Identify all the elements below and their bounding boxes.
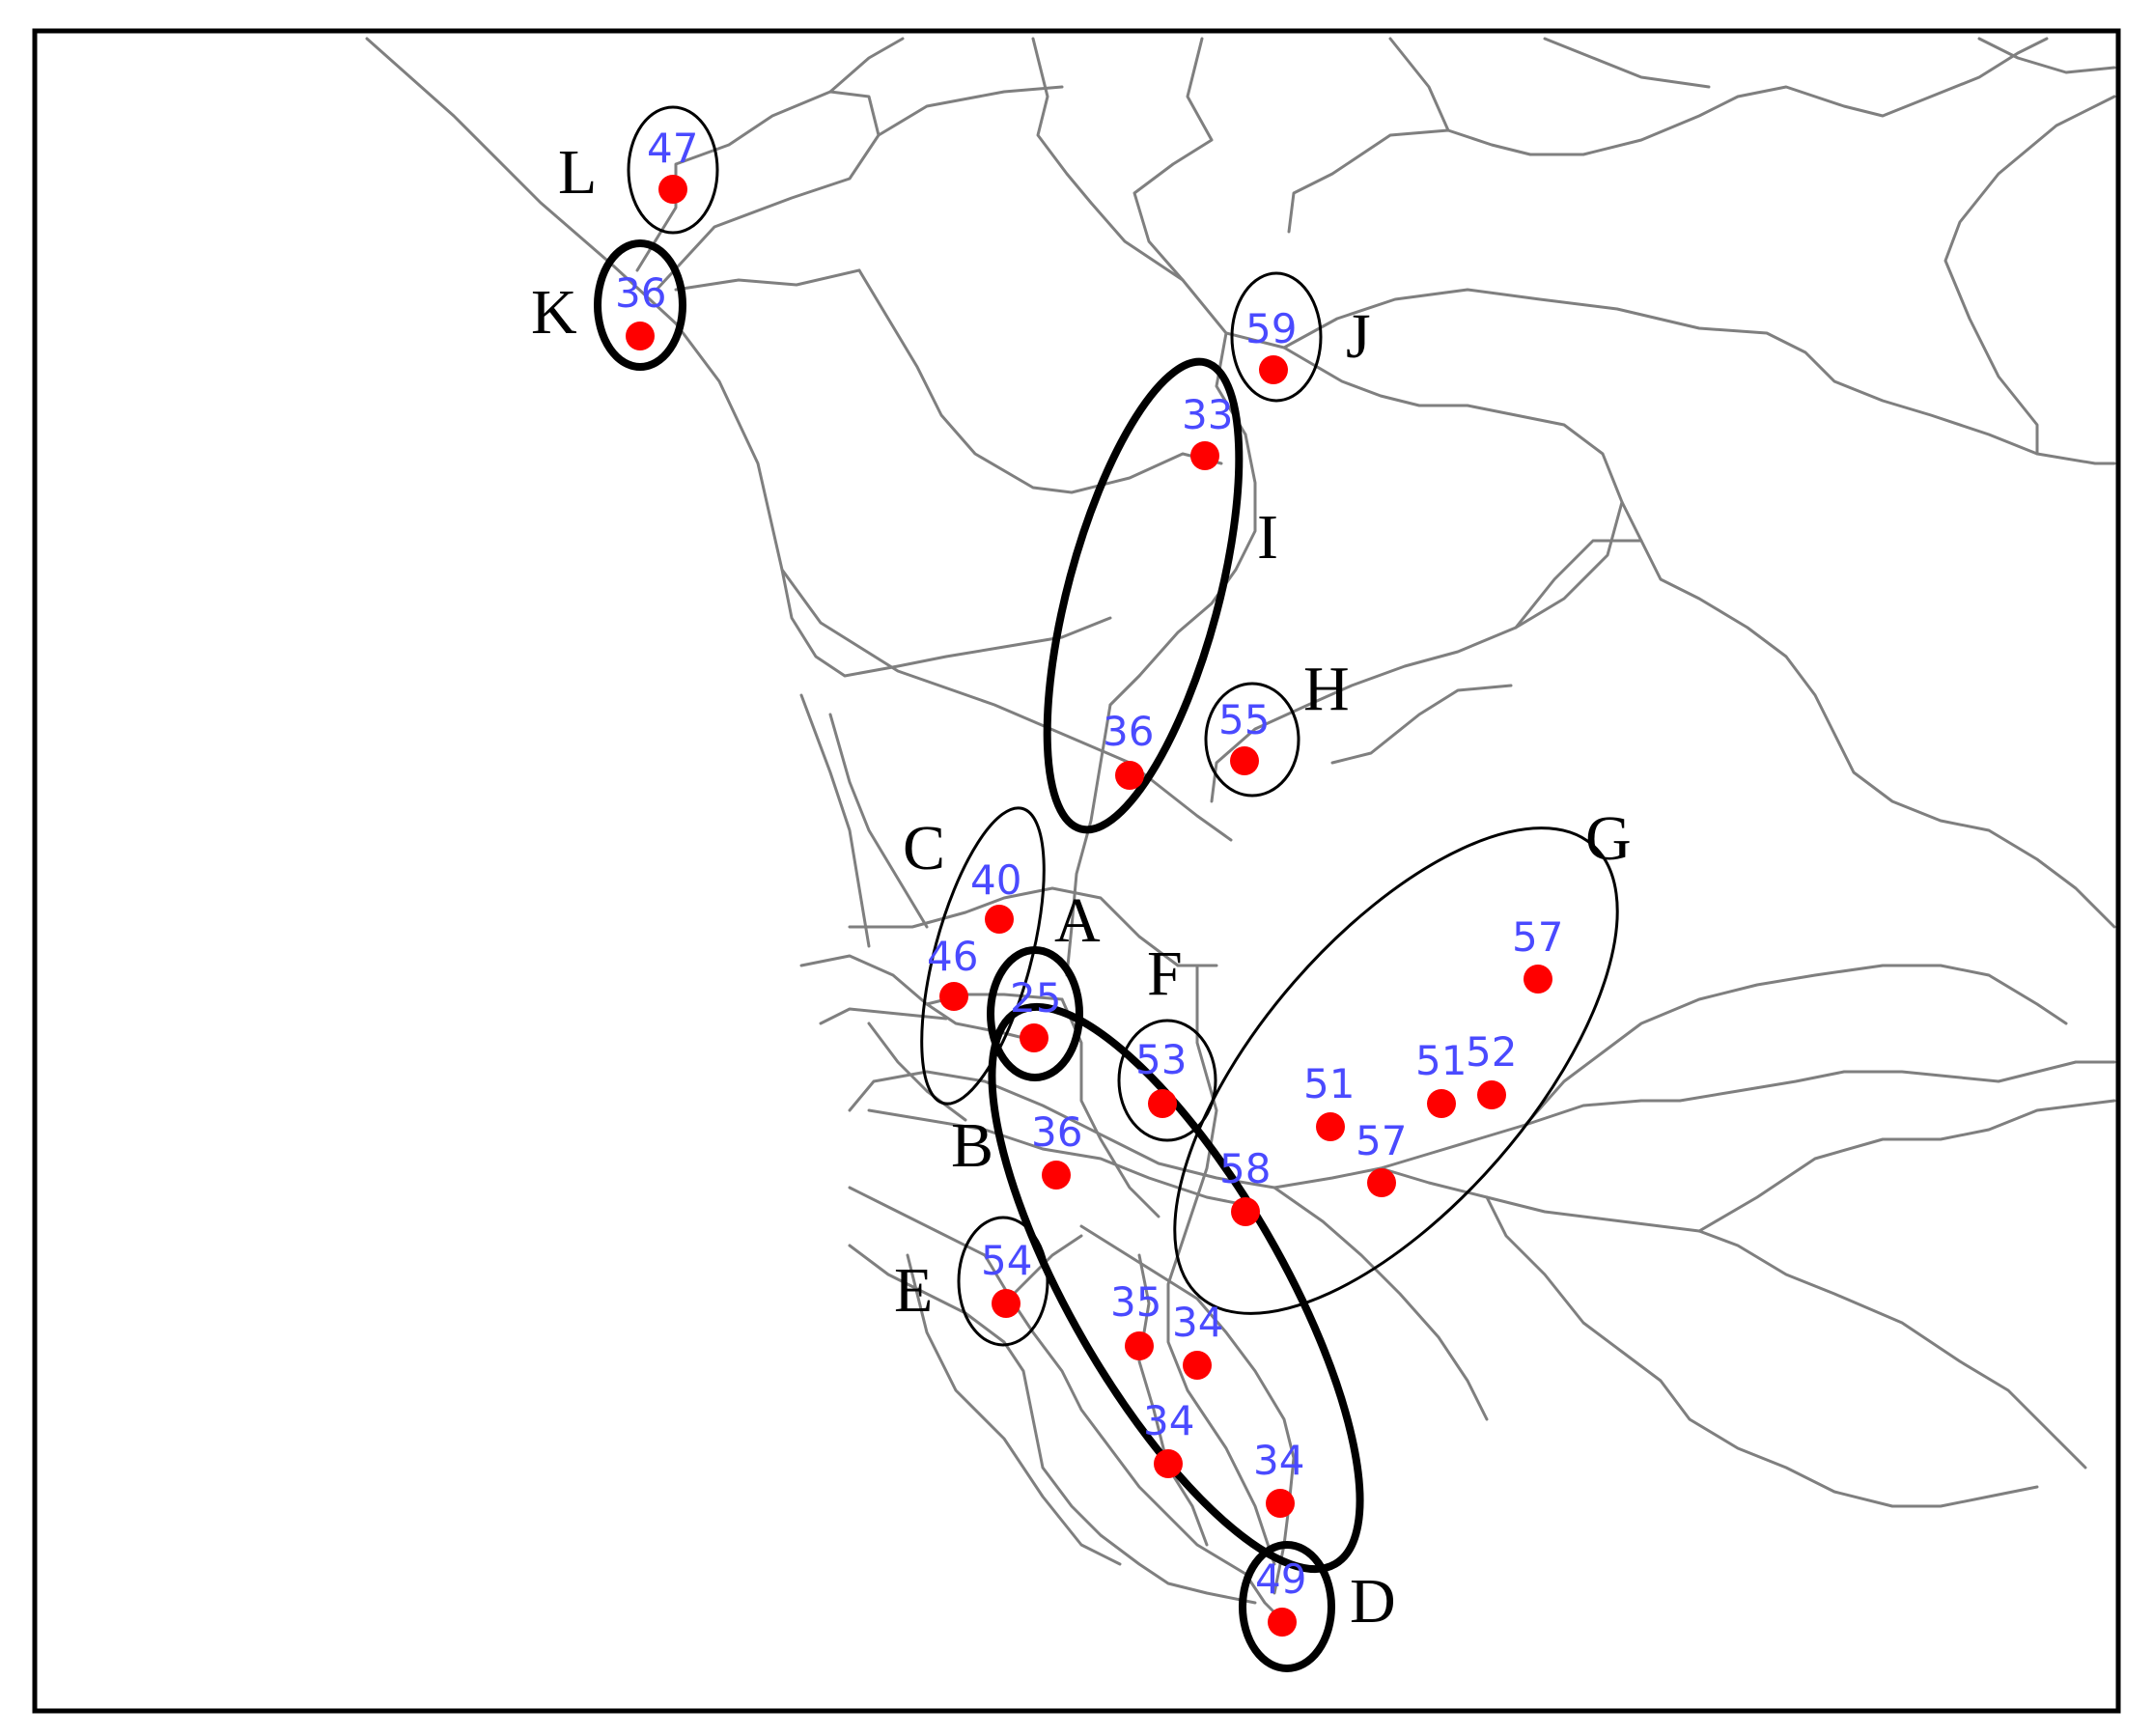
region-label-G: G bbox=[1585, 803, 1632, 874]
cluster-ellipse-A bbox=[987, 946, 1083, 1081]
station-dot bbox=[1115, 761, 1144, 790]
cluster-ellipse-L bbox=[627, 105, 719, 235]
cluster-ellipse-K bbox=[594, 239, 686, 371]
station-dot bbox=[1020, 1023, 1049, 1052]
station-dot bbox=[1230, 746, 1259, 775]
station-dot bbox=[939, 982, 968, 1011]
station-value-label: 58 bbox=[1219, 1145, 1271, 1192]
cluster-ellipse-I bbox=[1043, 357, 1244, 834]
station-dot bbox=[658, 175, 687, 204]
station-markers bbox=[626, 175, 1552, 1637]
region-label-F: F bbox=[1147, 938, 1183, 1009]
cluster-ellipse-D bbox=[1239, 1541, 1335, 1672]
cluster-ellipse-C bbox=[920, 806, 1046, 1106]
road-network bbox=[365, 37, 2116, 1624]
station-dot bbox=[1148, 1089, 1177, 1118]
station-value-label: 34 bbox=[1143, 1397, 1194, 1444]
station-value-label: 53 bbox=[1135, 1036, 1187, 1083]
station-value-label: 46 bbox=[927, 933, 978, 980]
station-dot bbox=[1231, 1197, 1260, 1226]
station-dot bbox=[1524, 965, 1552, 994]
station-value-label: 51 bbox=[1303, 1060, 1355, 1107]
station-dot bbox=[1316, 1112, 1345, 1141]
station-labels: 47 36 59 33 36 55 40 46 25 53 57 51 51 5… bbox=[615, 125, 1563, 1603]
station-value-label: 34 bbox=[1253, 1437, 1304, 1484]
station-value-label: 59 bbox=[1245, 305, 1297, 352]
station-dot bbox=[1183, 1351, 1212, 1380]
station-dot bbox=[1125, 1331, 1154, 1360]
region-label-A: A bbox=[1054, 885, 1101, 956]
station-value-label: 51 bbox=[1415, 1037, 1467, 1084]
region-label-B: B bbox=[951, 1110, 993, 1181]
station-value-label: 52 bbox=[1466, 1028, 1517, 1076]
cluster-ellipse-E bbox=[957, 1216, 1049, 1347]
cluster-ellipse-G bbox=[1173, 826, 1619, 1315]
station-dot bbox=[985, 905, 1014, 934]
station-value-label: 54 bbox=[981, 1237, 1032, 1284]
station-value-label: 36 bbox=[1031, 1108, 1082, 1156]
station-value-label: 55 bbox=[1218, 696, 1270, 743]
station-value-label: 47 bbox=[647, 125, 698, 172]
region-labels: L K J I H C A F G B E D bbox=[531, 137, 1632, 1637]
region-label-L: L bbox=[558, 137, 597, 208]
station-dot bbox=[1042, 1161, 1071, 1190]
cluster-ellipse-H bbox=[1204, 682, 1300, 798]
station-dot bbox=[1266, 1489, 1295, 1518]
station-value-label: 57 bbox=[1356, 1117, 1407, 1164]
station-value-label: 33 bbox=[1182, 391, 1233, 438]
station-dot bbox=[626, 322, 655, 350]
region-label-H: H bbox=[1303, 654, 1350, 724]
region-label-J: J bbox=[1346, 301, 1371, 372]
station-value-label: 25 bbox=[1010, 974, 1061, 1022]
cluster-ellipse-J bbox=[1230, 271, 1323, 403]
region-label-K: K bbox=[531, 277, 577, 348]
station-dot bbox=[1154, 1449, 1183, 1478]
station-value-label: 57 bbox=[1512, 913, 1563, 961]
station-value-label: 36 bbox=[1103, 708, 1154, 755]
region-label-I: I bbox=[1257, 502, 1278, 573]
region-label-D: D bbox=[1350, 1566, 1396, 1637]
station-dot bbox=[1259, 355, 1288, 384]
station-dot bbox=[1427, 1089, 1456, 1118]
cluster-ellipse-B bbox=[988, 1002, 1364, 1574]
station-dot bbox=[1367, 1168, 1396, 1197]
station-value-label: 34 bbox=[1172, 1299, 1223, 1346]
station-value-label: 40 bbox=[970, 856, 1021, 904]
station-value-label: 35 bbox=[1110, 1278, 1161, 1326]
cluster-outlines bbox=[594, 105, 1619, 1672]
station-value-label: 49 bbox=[1255, 1555, 1306, 1603]
station-dot bbox=[1190, 441, 1219, 470]
region-label-C: C bbox=[903, 813, 945, 883]
station-value-label: 36 bbox=[615, 269, 666, 317]
cluster-ellipse-F bbox=[1117, 1019, 1217, 1142]
station-dot bbox=[992, 1289, 1021, 1318]
station-dot bbox=[1477, 1080, 1506, 1109]
region-label-E: E bbox=[894, 1255, 933, 1326]
station-dot bbox=[1268, 1608, 1297, 1637]
